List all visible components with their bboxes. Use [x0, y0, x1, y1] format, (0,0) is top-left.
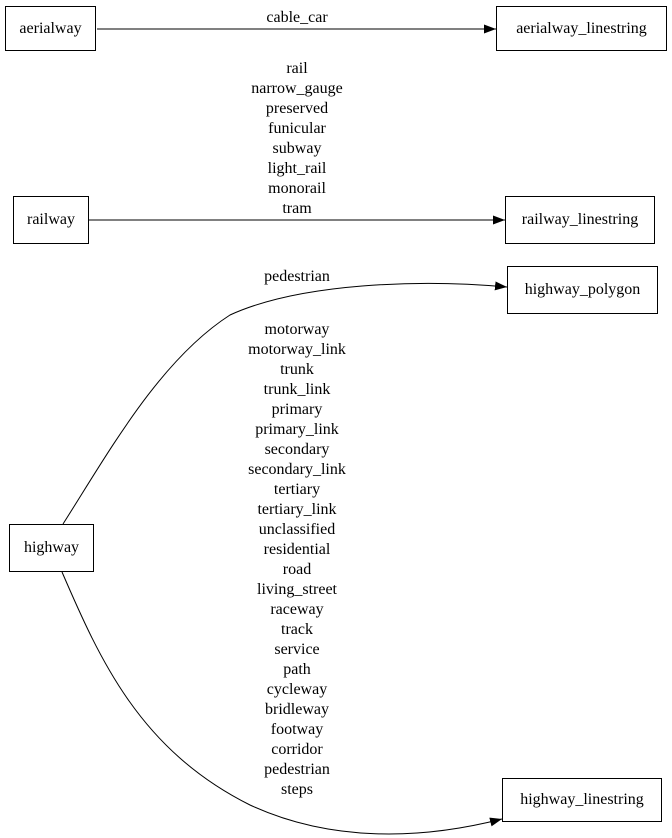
edge-highway-to-highway-linestring: [61, 571, 503, 835]
node-highway-linestring: highway_linestring: [502, 778, 662, 822]
node-railway-linestring: railway_linestring: [505, 196, 655, 244]
edge-label-highway-values: motorway motorway_link trunk trunk_link …: [248, 321, 346, 798]
edge-highway-to-highway-polygon: [62, 281, 508, 525]
edge-label-cable-car: cable_car: [266, 9, 328, 26]
node-highway-polygon: highway_polygon: [507, 266, 658, 314]
node-aerialway: aerialway: [5, 6, 96, 51]
edge-label-pedestrian: pedestrian: [264, 268, 330, 285]
node-aerialway-linestring: aerialway_linestring: [496, 6, 667, 51]
node-highway: highway: [9, 524, 94, 572]
edge-label-railway-values: rail narrow_gauge preserved funicular su…: [251, 60, 343, 217]
node-railway: railway: [13, 196, 89, 244]
